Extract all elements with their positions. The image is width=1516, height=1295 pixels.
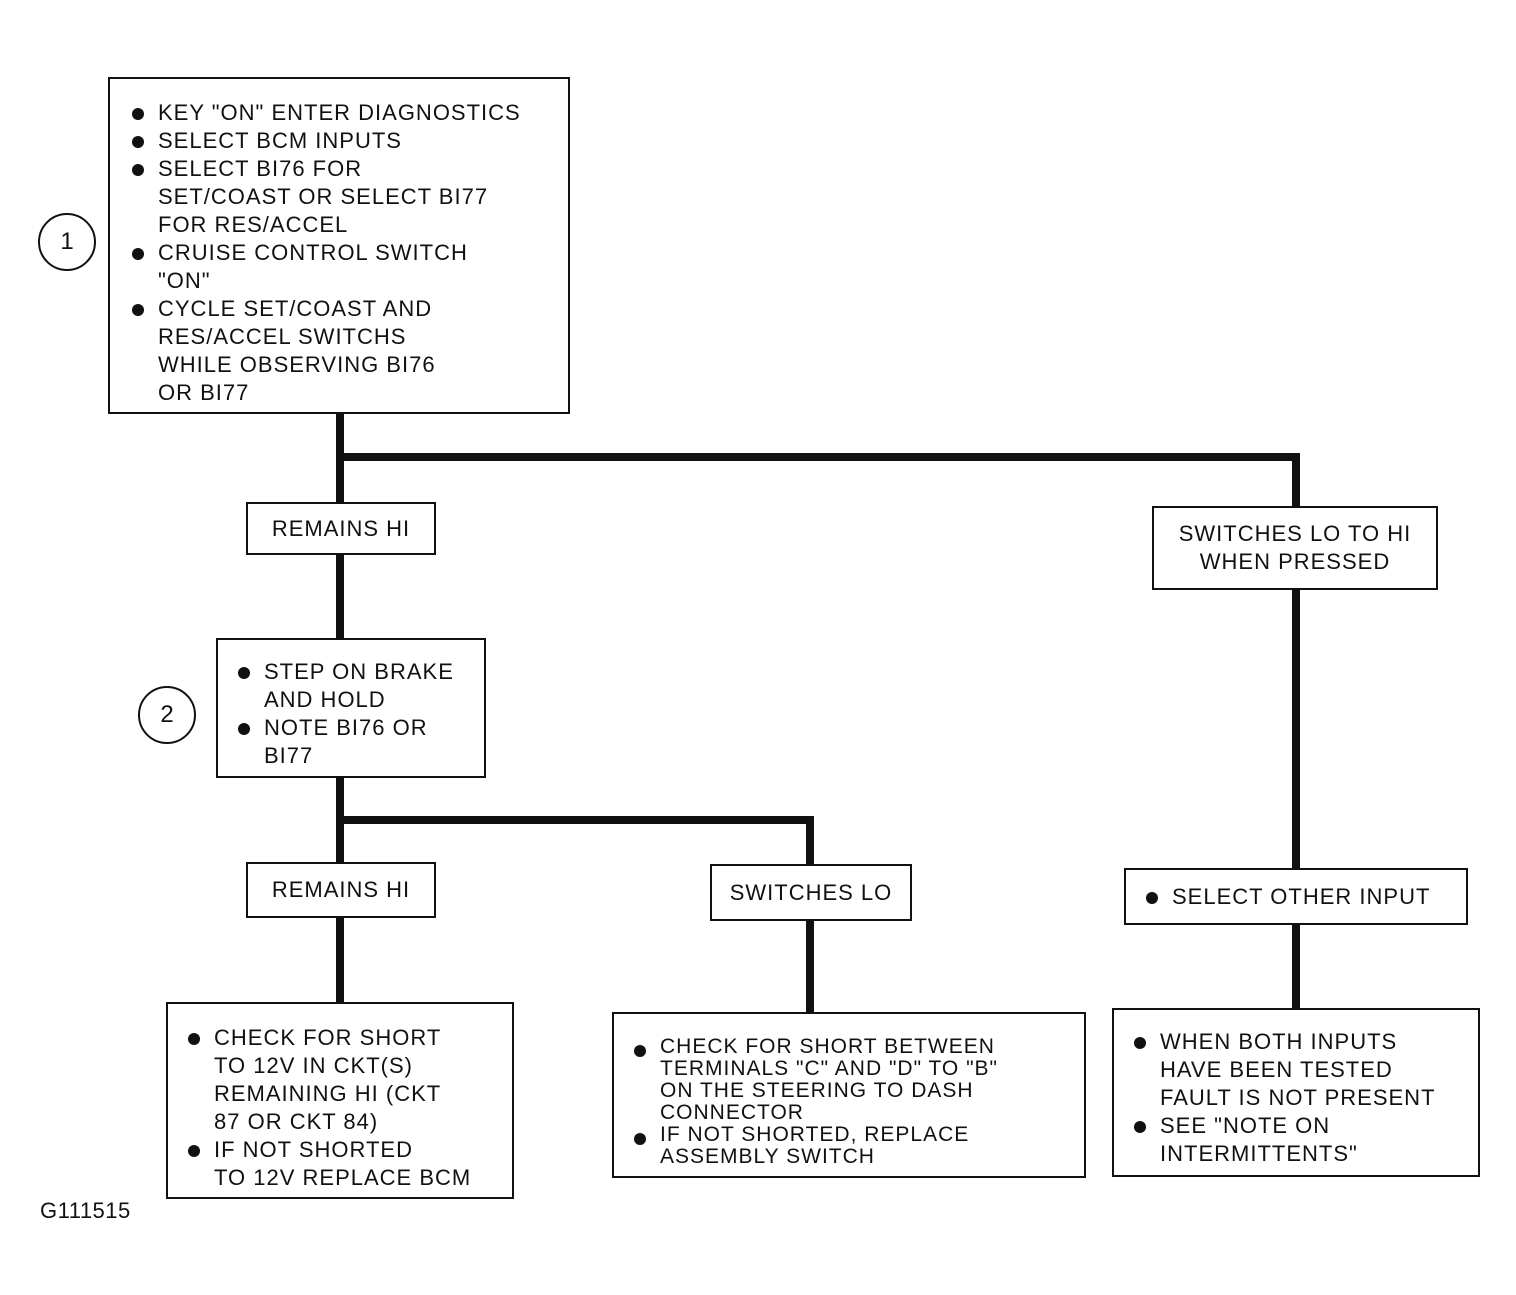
result-ok-item-both-tested: WHEN BOTH INPUTS HAVE BEEN TESTED FAULT … [1130,1028,1472,1112]
brake-item-step-on-brake: STEP ON BRAKE AND HOLD [234,658,478,714]
brake-box-list: STEP ON BRAKE AND HOLD NOTE BI76 OR BI77 [234,658,478,770]
start-item-cycle-switches: CYCLE SET/COAST AND RES/ACCEL SWITCHS WH… [128,295,558,407]
remains-hi-box-1: REMAINS HI [246,502,436,555]
brake-item-note-bi76: NOTE BI76 OR BI77 [234,714,478,770]
result-switch-list: CHECK FOR SHORT BETWEEN TERMINALS "C" AN… [630,1036,1078,1168]
select-other-input-box: SELECT OTHER INPUT [1124,868,1468,925]
result-ok-list: WHEN BOTH INPUTS HAVE BEEN TESTED FAULT … [1130,1028,1472,1168]
result-switch-box: CHECK FOR SHORT BETWEEN TERMINALS "C" AN… [612,1012,1086,1178]
start-item-cruise-switch-on: CRUISE CONTROL SWITCH "ON" [128,239,558,295]
remains-hi-box-2: REMAINS HI [246,862,436,918]
switches-lo-label: SWITCHES LO [729,879,893,905]
start-box-list: KEY "ON" ENTER DIAGNOSTICS SELECT BCM IN… [128,99,558,407]
step-2-number: 2 [160,701,174,728]
select-other-item: SELECT OTHER INPUT [1142,883,1460,911]
start-item-select-bcm-inputs: SELECT BCM INPUTS [128,127,558,155]
switches-lo-box: SWITCHES LO [710,864,912,921]
select-other-list: SELECT OTHER INPUT [1142,883,1460,911]
result-ok-item-see-note: SEE "NOTE ON INTERMITTENTS" [1130,1112,1472,1168]
start-item-enter-diagnostics: KEY "ON" ENTER DIAGNOSTICS [128,99,558,127]
remains-hi-label-2: REMAINS HI [271,877,411,902]
start-box: KEY "ON" ENTER DIAGNOSTICS SELECT BCM IN… [108,77,570,414]
remains-hi-label-1: REMAINS HI [271,515,411,541]
result-bcm-box: CHECK FOR SHORT TO 12V IN CKT(S) REMAINI… [166,1002,514,1199]
figure-id: G111515 [40,1198,131,1223]
switches-lo-to-hi-line-1: SWITCHES LO TO HI [1178,521,1412,546]
result-switch-item-replace-switch: IF NOT SHORTED, REPLACE ASSEMBLY SWITCH [630,1124,1078,1168]
step-1-marker: 1 [38,213,96,271]
result-bcm-item-replace-bcm: IF NOT SHORTED TO 12V REPLACE BCM [184,1136,506,1192]
result-ok-box: WHEN BOTH INPUTS HAVE BEEN TESTED FAULT … [1112,1008,1480,1177]
switches-lo-to-hi-line-2: WHEN PRESSED [1199,549,1391,574]
step-1-number: 1 [60,228,74,255]
result-switch-item-check-short: CHECK FOR SHORT BETWEEN TERMINALS "C" AN… [630,1036,1078,1124]
start-item-select-bi76-bi77: SELECT BI76 FOR SET/COAST OR SELECT BI77… [128,155,558,239]
switches-lo-to-hi-box: SWITCHES LO TO HI WHEN PRESSED [1152,506,1438,590]
result-bcm-item-check-short: CHECK FOR SHORT TO 12V IN CKT(S) REMAINI… [184,1024,506,1136]
result-bcm-list: CHECK FOR SHORT TO 12V IN CKT(S) REMAINI… [184,1024,506,1192]
connector-branch-to-switches-lo [340,816,814,864]
brake-box: STEP ON BRAKE AND HOLD NOTE BI76 OR BI77 [216,638,486,778]
connector-branch-to-lo-hi [340,453,1300,506]
step-2-marker: 2 [138,686,196,744]
